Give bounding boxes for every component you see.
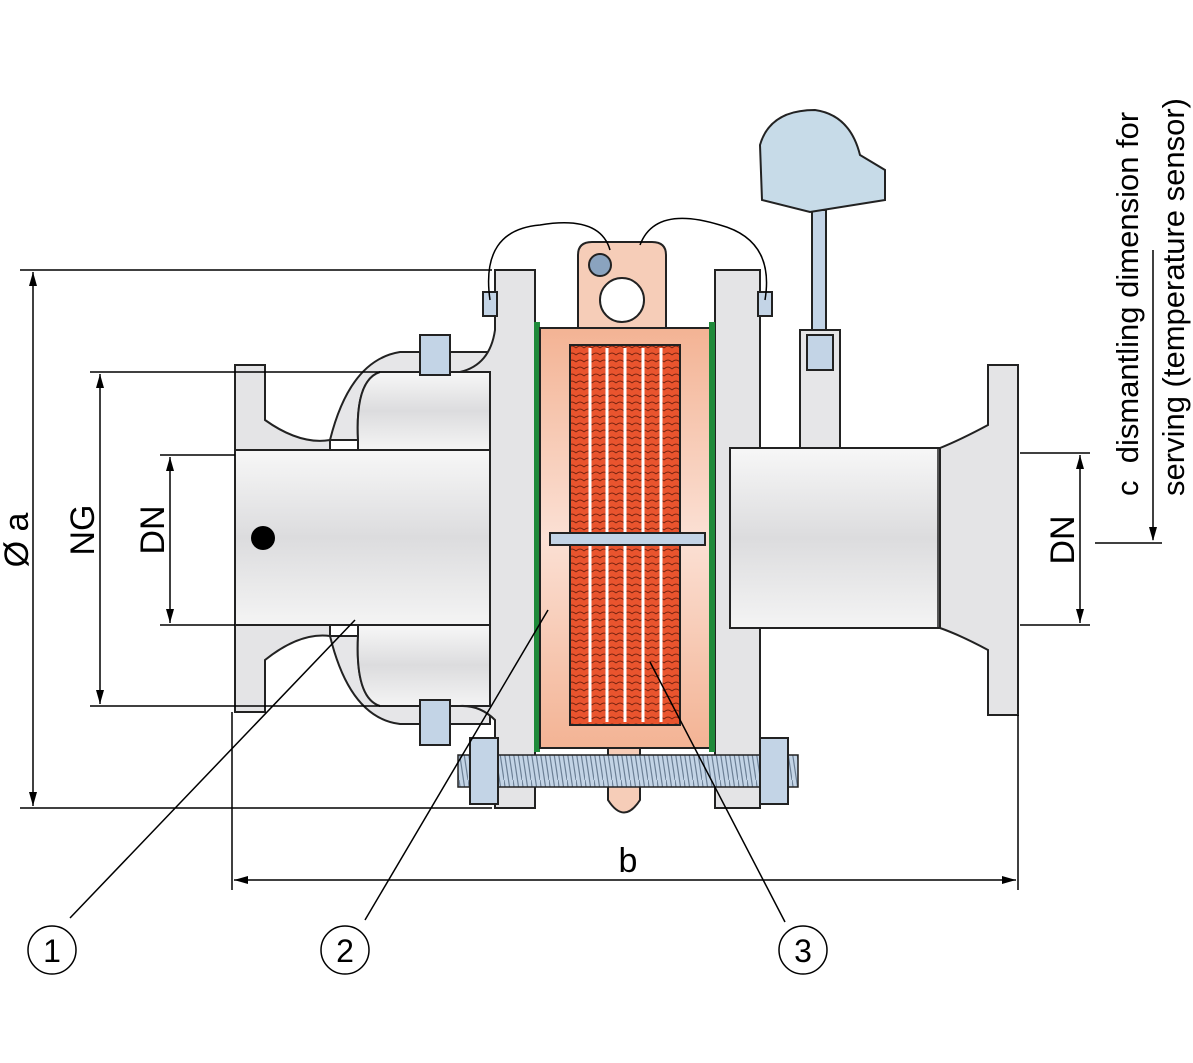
hex-nut-right — [759, 737, 789, 805]
dim-outlet-dn: DN — [1044, 515, 1082, 564]
sensor-head — [758, 108, 886, 214]
callout-label: 2 — [336, 933, 354, 969]
dim-dismantling-line2: serving (temperature sensor) — [1156, 98, 1191, 496]
ground-screw — [588, 253, 612, 277]
inlet-pipe — [234, 449, 521, 626]
inlet-marker-dot — [251, 526, 275, 550]
threaded-bolt — [457, 737, 799, 805]
bolt-bottom-left — [419, 699, 451, 746]
nut-top-right — [757, 291, 773, 317]
dim-outer-diameter: Ø a — [0, 513, 36, 568]
gasket-right — [709, 322, 715, 752]
sensor-stem — [811, 209, 827, 331]
callout-2: 2 — [320, 609, 549, 975]
callout-label: 3 — [794, 933, 812, 969]
temperature-sensor — [758, 108, 886, 449]
gasket-left — [534, 322, 540, 752]
inlet-flange — [234, 364, 521, 713]
callout-3: 3 — [649, 661, 828, 975]
outlet-flange — [939, 364, 1019, 716]
hex-nut-left — [469, 737, 499, 805]
dim-nominal-size: NG — [64, 505, 102, 556]
housing-flange-left — [459, 269, 540, 809]
nozzle-housing — [328, 334, 521, 746]
element-housing — [539, 241, 716, 814]
dim-length: b — [619, 842, 638, 880]
tie-rod — [549, 532, 706, 546]
bolt-top-left — [419, 334, 451, 376]
callout-label: 1 — [43, 933, 61, 969]
lifting-eye — [599, 277, 645, 323]
dim-dismantling-line1: c dismantling dimension for — [1110, 112, 1145, 496]
dim-inlet-dn: DN — [134, 505, 172, 554]
ground-cable-right — [639, 217, 768, 301]
outlet-pipe — [729, 364, 1019, 716]
dimension-lines — [20, 250, 1162, 890]
ground-cable-left — [487, 222, 611, 301]
callout-1: 1 — [27, 619, 356, 975]
nut-top-left — [482, 291, 498, 317]
